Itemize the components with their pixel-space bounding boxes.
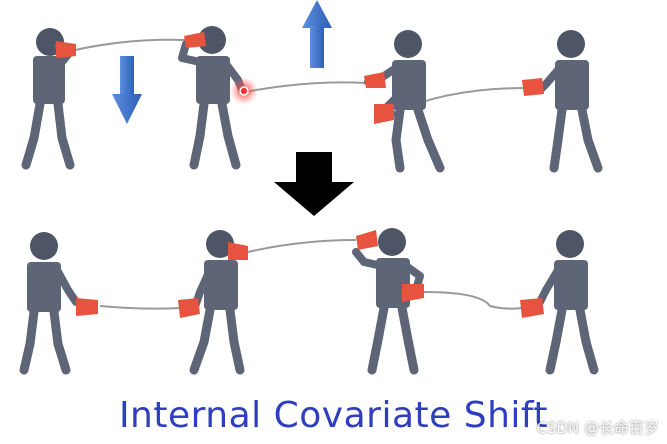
person-torso	[554, 260, 588, 310]
person-bottom-1	[19, 232, 98, 375]
person-head	[206, 230, 234, 258]
person-leg	[391, 105, 405, 173]
person-bottom-2	[178, 230, 248, 375]
person-top-4	[522, 30, 603, 173]
person-torso	[555, 60, 589, 110]
person-torso	[196, 56, 230, 104]
person-leg	[19, 307, 39, 375]
person-arm	[352, 248, 386, 270]
big-down-arrow	[274, 152, 354, 216]
person-leg	[225, 305, 245, 375]
watermark: CSDN @长命百岁	[536, 419, 659, 437]
cup	[374, 104, 394, 124]
cup	[522, 78, 544, 96]
bottom-row	[19, 228, 599, 375]
person-top-1	[21, 28, 76, 170]
cup	[184, 32, 206, 48]
person-leg	[367, 303, 389, 375]
person-torso	[27, 262, 61, 312]
person-head	[198, 26, 226, 54]
person-leg	[545, 305, 567, 375]
string-bottom-1	[99, 305, 181, 310]
caption-title: Internal Covariate Shift	[118, 395, 549, 436]
person-torso	[376, 258, 410, 308]
top-row	[21, 0, 603, 173]
string-top-1	[74, 38, 186, 51]
cup	[520, 298, 544, 318]
person-head	[556, 230, 584, 258]
cup	[178, 298, 200, 318]
person-leg	[397, 303, 419, 375]
person-head	[30, 232, 58, 260]
person-leg	[577, 105, 603, 173]
person-leg	[21, 99, 45, 170]
cup	[364, 72, 386, 88]
string-top-2	[244, 81, 366, 93]
cup	[56, 41, 76, 58]
down-arrow	[112, 56, 142, 124]
person-leg	[549, 105, 567, 173]
person-arm	[52, 264, 80, 306]
person-leg	[189, 99, 209, 170]
string-bottom-2	[247, 239, 357, 253]
person-head	[557, 30, 585, 58]
person-bottom-4	[520, 230, 599, 375]
person-head	[378, 228, 406, 256]
person-leg	[189, 305, 215, 375]
cup	[402, 284, 424, 302]
cup	[76, 298, 98, 316]
person-bottom-3	[352, 228, 424, 375]
string-bottom-3	[423, 291, 523, 310]
person-leg	[413, 105, 445, 173]
cup	[228, 242, 248, 260]
person-leg	[217, 99, 241, 170]
red-glow-dot	[230, 77, 258, 105]
person-torso	[33, 56, 65, 104]
person-top-3	[364, 30, 445, 173]
up-arrow	[302, 0, 332, 68]
person-leg	[49, 307, 71, 375]
person-leg	[575, 305, 599, 375]
person-leg	[53, 99, 75, 170]
person-arm	[178, 40, 204, 66]
cup	[356, 230, 378, 250]
person-head	[394, 30, 422, 58]
